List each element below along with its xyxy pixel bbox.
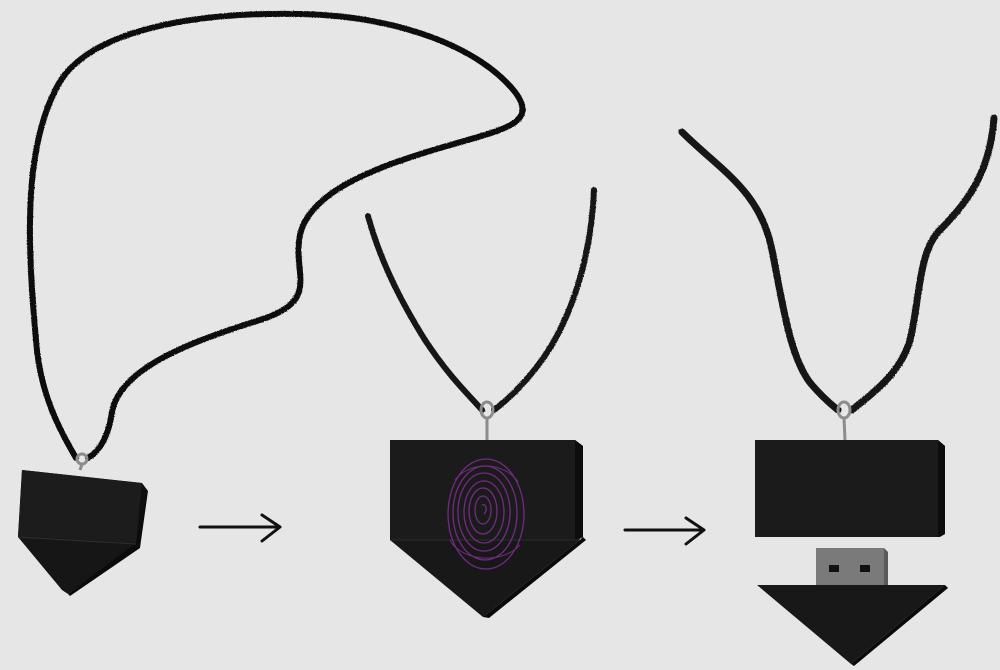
pendant-cap-icon <box>755 440 945 537</box>
usb-slot-right <box>860 565 870 572</box>
hook-stem <box>80 464 82 470</box>
hook-stem <box>844 418 845 440</box>
usb-slot-left <box>829 565 839 572</box>
usb-connector-icon <box>816 548 888 586</box>
